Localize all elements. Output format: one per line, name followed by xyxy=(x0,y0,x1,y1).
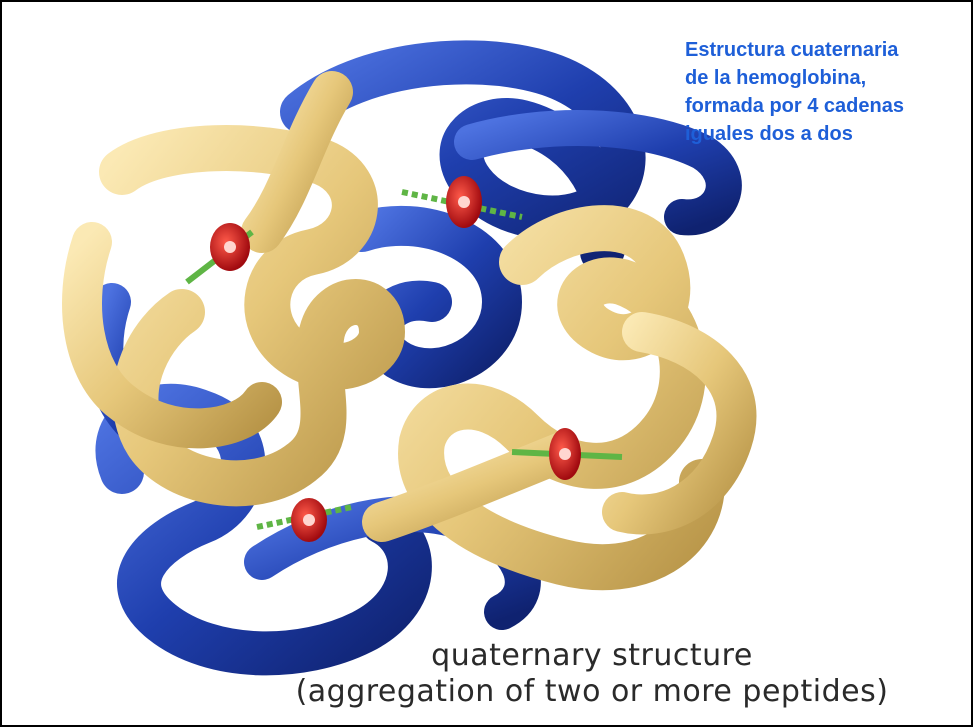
heme-group-left xyxy=(187,223,252,282)
spanish-caption-line-3: formada por 4 cadenas xyxy=(685,92,965,120)
spanish-caption: Estructura cuaternaria de la hemoglobina… xyxy=(685,36,965,148)
english-caption-line-2: (aggregation of two or more peptides) xyxy=(222,674,962,710)
english-caption: quaternary structure (aggregation of two… xyxy=(222,638,962,710)
english-caption-line-1: quaternary structure xyxy=(222,638,962,674)
spanish-caption-line-4: iguales dos a dos xyxy=(685,120,965,148)
spanish-caption-line-2: de la hemoglobina, xyxy=(685,64,965,92)
spanish-caption-line-1: Estructura cuaternaria xyxy=(685,36,965,64)
